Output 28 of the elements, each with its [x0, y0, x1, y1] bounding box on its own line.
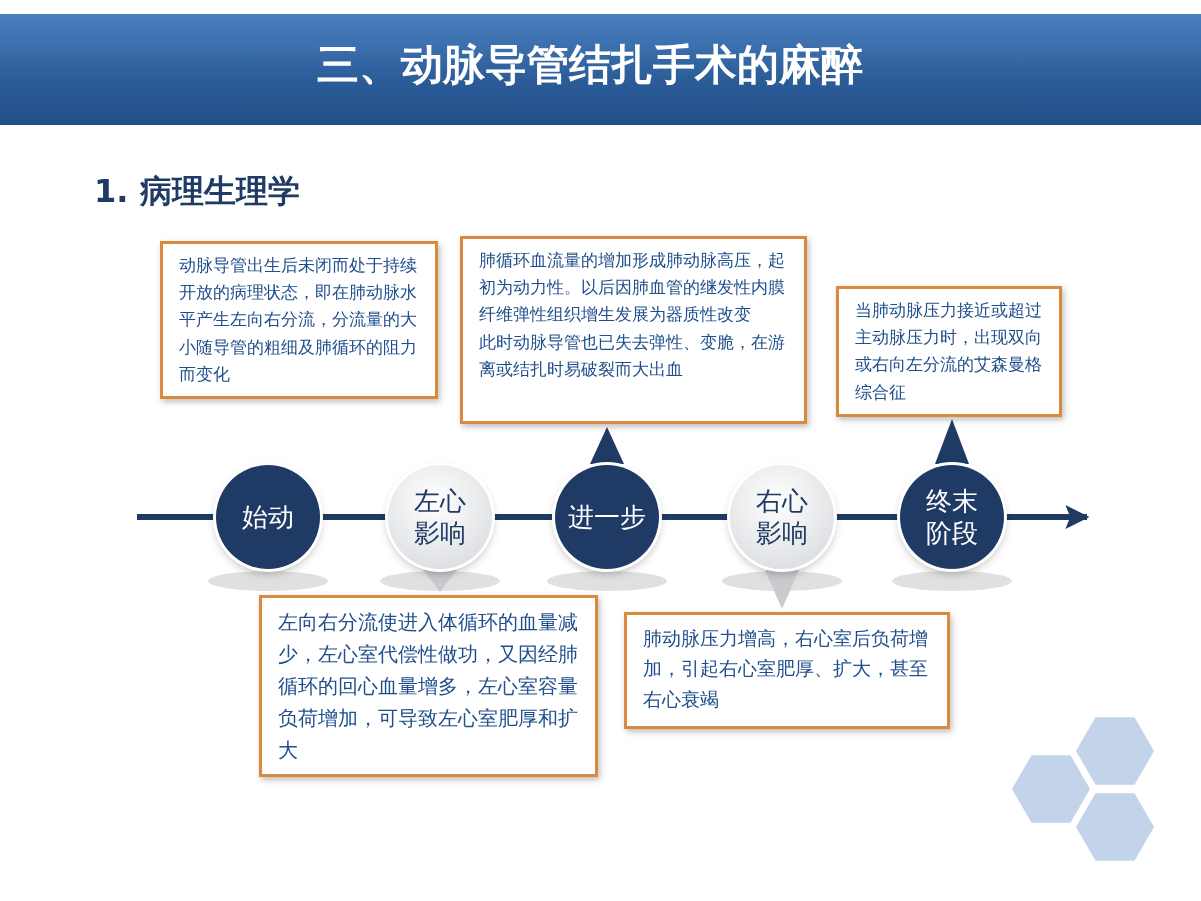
- note-text: 当肺动脉压力接近或超过主动脉压力时，出现双向或右向左分流的艾森曼格综合征: [855, 299, 1043, 404]
- note-text: 此时动脉导管也已失去弹性、变脆，在游离或结扎时易破裂而大出血: [479, 330, 786, 381]
- note-text: 左向右分流使进入体循环的血量减少，左心室代偿性做功，又因经肺循环的回心血量增多，左心室容量负荷增加，可导致左心室肥厚和扩大: [278, 609, 579, 764]
- stage-circle: [388, 465, 492, 569]
- note-text: 肺动脉压力增高，右心室后负荷增加，引起右心室肥厚、扩大，甚至右心衰竭: [643, 626, 929, 712]
- note-box: [460, 236, 807, 424]
- stage-label: 终末阶段: [925, 484, 979, 550]
- pointer-arrow: [590, 427, 624, 464]
- stage-label: 始动: [242, 500, 294, 534]
- note-box: [836, 286, 1062, 417]
- stage-label: 右心影响: [755, 484, 809, 550]
- stage-circle: [555, 465, 659, 569]
- pointer-arrow: [935, 419, 969, 464]
- timeline-arrow: [1004, 505, 1090, 529]
- note-text: 动脉导管出生后未闭而处于持续开放的病理状态，即在肺动脉水平产生左向右分流，分流量的大小随导管的粗细及肺循环的阻力而变化: [179, 254, 418, 386]
- stage-circle: [900, 465, 1004, 569]
- note-box: [160, 241, 438, 399]
- stage-label: 进一步: [568, 500, 646, 534]
- stage-circle: [730, 465, 834, 569]
- pointer-arrow: [423, 570, 457, 592]
- note-box: [259, 595, 598, 777]
- stage-label: 左心影响: [413, 484, 467, 550]
- stage-circle: [216, 465, 320, 569]
- pointer-arrow: [765, 570, 799, 609]
- slide-title: 三、动脉导管结扎手术的麻醉: [316, 39, 864, 91]
- section-heading: 1. 病理生理学: [94, 171, 300, 212]
- note-text: 肺循环血流量的增加形成肺动脉高压，起初为动力性。以后因肺血管的继发性内膜纤维弹性组织增生发展为器质性改变: [479, 249, 786, 327]
- note-box: [624, 612, 950, 729]
